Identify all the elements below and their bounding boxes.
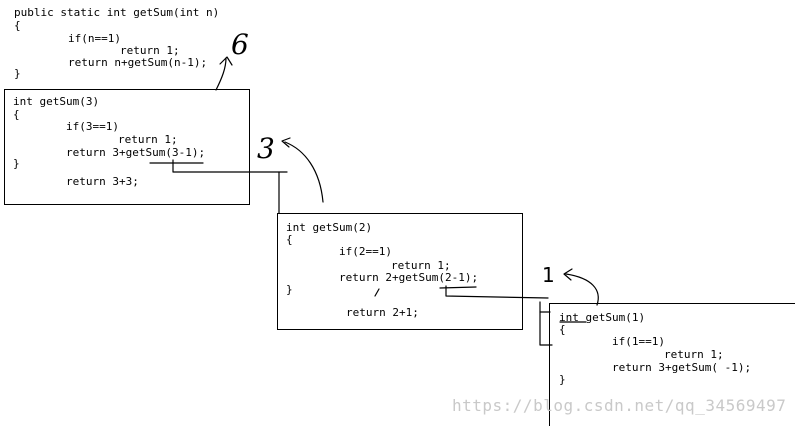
- if-condition: if(3==1): [66, 120, 119, 133]
- return-result: return 2+1;: [346, 306, 419, 319]
- arrowhead-to-header: [219, 56, 233, 66]
- arrowhead-to-frame-2: [563, 268, 573, 281]
- call-frame-1: int getSum(1) { if(1==1) return 1; retur…: [549, 303, 795, 426]
- return-arrow-to-frame-2: [565, 273, 599, 306]
- watermark-url: https://blog.csdn.net/qq_34569497: [452, 396, 787, 415]
- connector-line-2-to-1: [445, 285, 549, 299]
- return-base: return 1;: [120, 44, 180, 57]
- result-6-label: 6: [231, 28, 249, 61]
- result-3-label: 3: [257, 132, 275, 165]
- open-brace: {: [13, 108, 20, 121]
- method-signature: public static int getSum(int n): [14, 6, 220, 19]
- open-brace: {: [286, 233, 293, 246]
- result-1-label: 1: [542, 263, 555, 287]
- if-condition: if(2==1): [339, 245, 392, 258]
- call-frame-2: int getSum(2) { if(2==1) return 1; retur…: [277, 213, 523, 330]
- open-brace: {: [559, 323, 566, 336]
- ink-tick-mark: [374, 288, 380, 297]
- open-brace: {: [14, 19, 21, 32]
- connector-line-3-to-2: [172, 159, 288, 173]
- close-brace: }: [559, 373, 566, 386]
- frame-signature: int getSum(2): [286, 221, 373, 234]
- if-condition: if(1==1): [612, 335, 665, 348]
- close-brace: }: [13, 157, 20, 170]
- frame-signature: int getSum(1): [559, 311, 646, 324]
- return-recursive: return n+getSum(n-1);: [68, 56, 208, 69]
- connector-bracket-1: [539, 301, 553, 346]
- close-brace: }: [286, 283, 293, 296]
- return-arrow-to-header: [215, 57, 227, 91]
- arrowhead-to-frame-3: [281, 137, 291, 148]
- return-base: return 1;: [391, 259, 451, 272]
- close-brace: }: [14, 67, 21, 80]
- if-condition: if(n==1): [68, 32, 121, 45]
- call-frame-3: int getSum(3) { if(3==1) return 1; retur…: [4, 89, 250, 205]
- return-base: return 1;: [664, 348, 724, 361]
- return-recursive: return 2+getSum(2-1);: [339, 271, 479, 284]
- return-recursive: return 3+getSum(3-1);: [66, 146, 206, 159]
- return-recursive: return 3+getSum( -1);: [612, 361, 752, 374]
- underline-frame-2: [439, 286, 477, 289]
- return-arrow-to-frame-3: [284, 141, 324, 203]
- return-base: return 1;: [118, 133, 178, 146]
- frame-signature: int getSum(3): [13, 95, 100, 108]
- return-result: return 3+3;: [66, 175, 139, 188]
